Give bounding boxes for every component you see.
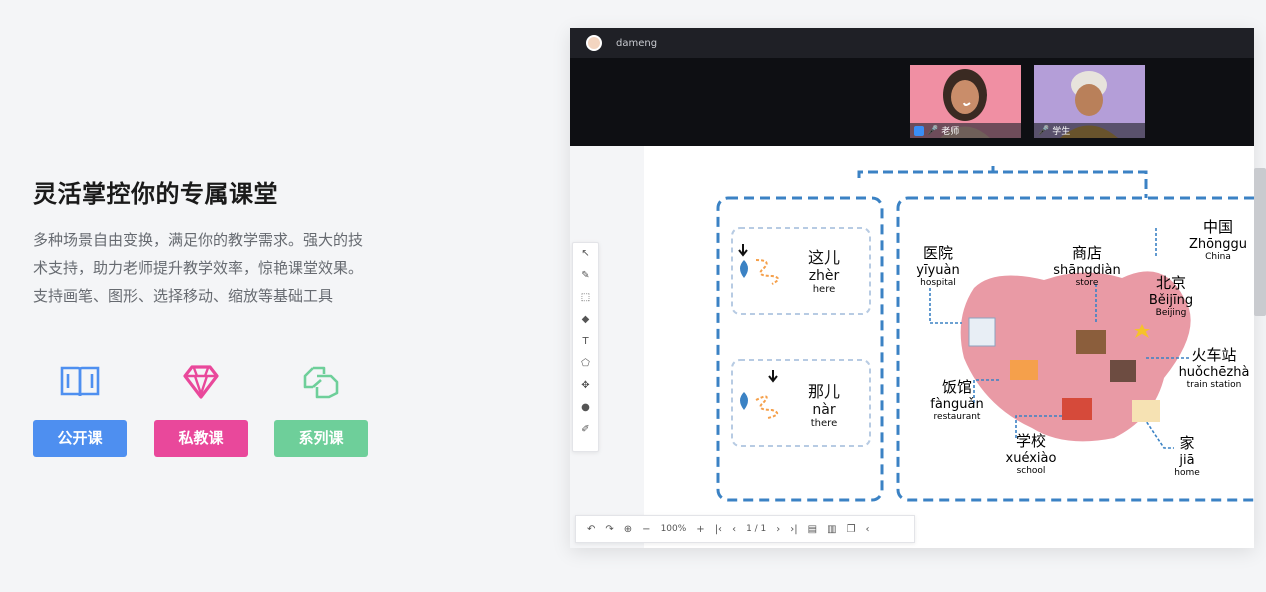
place-pinyin: Běijīng <box>1148 293 1194 308</box>
place-restaurant: 饭馆 fànguǎn restaurant <box>924 376 990 422</box>
next-page-icon[interactable]: › <box>776 523 781 535</box>
redo-icon[interactable]: ↷ <box>605 523 614 535</box>
desc-line: 多种场景自由变换，满足你的教学需求。强大的技 <box>33 231 364 249</box>
teacher-video[interactable]: 🎤 老师 <box>910 65 1021 138</box>
map-pin-icon <box>738 244 779 285</box>
feature-open-class: 公开课 <box>33 360 127 457</box>
desc-line: 术支持，助力老师提升教学效率，惊艳课堂效果。 <box>33 259 364 277</box>
place-en: restaurant <box>933 412 981 422</box>
document-list-icon[interactable]: ▥ <box>827 523 837 535</box>
place-hanzi: 医院 <box>922 244 953 262</box>
first-page-icon[interactable]: |‹ <box>714 523 723 535</box>
linked-series-icon <box>303 366 339 399</box>
collapse-icon[interactable]: ‹ <box>865 523 870 535</box>
vocab-here-pinyin: zhèr <box>808 268 840 284</box>
username: dameng <box>616 37 658 49</box>
place-hanzi: 饭馆 <box>941 378 972 396</box>
place-pinyin: xuéxiào <box>1005 451 1057 466</box>
page-scrollbar[interactable] <box>1254 168 1266 316</box>
pointer-icon[interactable]: ↖ <box>581 248 590 259</box>
place-pinyin: shāngdiàn <box>1053 263 1121 278</box>
place-en: home <box>1174 468 1200 478</box>
page-indicator: 1 / 1 <box>746 524 767 534</box>
place-hanzi: 商店 <box>1071 244 1102 262</box>
private-class-button[interactable]: 私教课 <box>154 420 248 457</box>
place-hanzi: 学校 <box>1015 432 1046 450</box>
pen-icon[interactable]: ✎ <box>581 270 590 281</box>
vocab-there-pinyin: nàr <box>812 402 836 418</box>
place-hanzi: 火车站 <box>1191 346 1237 364</box>
place-en: train station <box>1186 380 1242 390</box>
whiteboard[interactable]: 这儿 zhèr here 那儿 nàr there 医院 yīyuàn hosp… <box>644 148 1254 518</box>
place-pinyin: fànguǎn <box>930 397 984 412</box>
user-avatar[interactable] <box>586 35 602 51</box>
copy-icon[interactable]: ❐ <box>846 523 856 535</box>
video-area: 🎤 老师 🎤 学生 <box>570 58 1254 146</box>
brush-icon[interactable]: ✐ <box>581 424 590 435</box>
place-pinyin: huǒchēzhà <box>1178 365 1250 380</box>
top-bar: dameng <box>570 28 1254 58</box>
undo-icon[interactable]: ↶ <box>587 523 596 535</box>
student-video[interactable]: 🎤 学生 <box>1034 65 1145 138</box>
place-store: 商店 shāngdiàn store <box>1042 242 1132 288</box>
teacher-badge-icon <box>914 125 924 136</box>
place-en: store <box>1075 278 1099 288</box>
shape-icon[interactable]: ⬠ <box>581 358 590 369</box>
move-icon[interactable]: ✥ <box>581 380 590 391</box>
vocab-here-en: here <box>812 284 836 295</box>
hero-description: 多种场景自由变换，满足你的教学需求。强大的技 术支持，助力老师提升教学效率，惊艳… <box>33 226 413 310</box>
open-class-button[interactable]: 公开课 <box>33 420 127 457</box>
locate-icon[interactable]: ⊕ <box>623 523 633 535</box>
zoom-level: 100% <box>660 524 687 534</box>
open-book-icon <box>60 366 100 397</box>
place-pinyin: yīyuàn <box>916 263 960 278</box>
feature-series-class: 系列课 <box>274 360 368 457</box>
vocab-there-hanzi: 那儿 <box>807 382 840 401</box>
place-pinyin: jiā <box>1179 453 1195 468</box>
hero-title: 灵活掌控你的专属课堂 <box>33 180 278 208</box>
place-en: China <box>1205 252 1231 262</box>
place-en: school <box>1016 466 1046 476</box>
place-en: Beijing <box>1155 308 1187 318</box>
student-label: 🎤 学生 <box>1034 123 1145 138</box>
whiteboard-canvas <box>716 166 1254 502</box>
eraser-icon[interactable]: ◆ <box>581 314 590 325</box>
place-china: 中国 Zhōnggu China <box>1182 216 1254 262</box>
place-home: 家 jiā home <box>1170 432 1204 478</box>
last-page-icon[interactable]: ›| <box>790 523 798 535</box>
place-pinyin: Zhōnggu <box>1188 237 1248 252</box>
microphone-icon: 🎤 <box>1038 125 1050 136</box>
prev-page-icon[interactable]: ‹ <box>732 523 737 535</box>
zoom-out-icon[interactable]: − <box>642 523 651 535</box>
place-hanzi: 北京 <box>1155 274 1186 292</box>
diamond-icon <box>183 365 219 399</box>
teacher-label: 🎤 老师 <box>910 123 1021 138</box>
document-icon[interactable]: ▤ <box>807 523 818 535</box>
place-train-station: 火车站 huǒchēzhà train station <box>1174 344 1254 390</box>
classroom-window: dameng 🎤 老师 🎤 学生 <box>570 28 1254 548</box>
series-class-button[interactable]: 系列课 <box>274 420 368 457</box>
palette-icon[interactable]: ● <box>581 402 590 413</box>
map-pin-icon <box>740 370 779 419</box>
place-hanzi: 家 <box>1179 434 1195 452</box>
feature-private-class: 私教课 <box>154 360 248 457</box>
teacher-name: 老师 <box>941 127 960 137</box>
vocab-here-hanzi: 这儿 <box>807 248 840 267</box>
bottom-toolbar: ↶ ↷ ⊕ − 100% + |‹ ‹ 1 / 1 › ›| ▤ ▥ ❐ ‹ <box>575 515 915 543</box>
vocab-there-en: there <box>810 418 838 429</box>
zoom-in-icon[interactable]: + <box>696 523 705 535</box>
student-name: 学生 <box>1052 127 1071 137</box>
place-en: hospital <box>920 278 956 288</box>
place-school: 学校 xuéxiào school <box>998 430 1064 476</box>
text-icon[interactable]: T <box>582 336 589 347</box>
drawing-toolbar: ↖ ✎ ⬚ ◆ T ⬠ ✥ ● ✐ <box>572 242 599 452</box>
select-rect-icon[interactable]: ⬚ <box>580 292 591 303</box>
desc-line: 支持画笔、图形、选择移动、缩放等基础工具 <box>33 287 334 305</box>
microphone-icon: 🎤 <box>927 125 939 136</box>
place-hospital: 医院 yīyuàn hospital <box>912 242 964 288</box>
place-beijing: 北京 Běijīng Beijing <box>1142 272 1200 318</box>
place-hanzi: 中国 <box>1202 218 1233 236</box>
